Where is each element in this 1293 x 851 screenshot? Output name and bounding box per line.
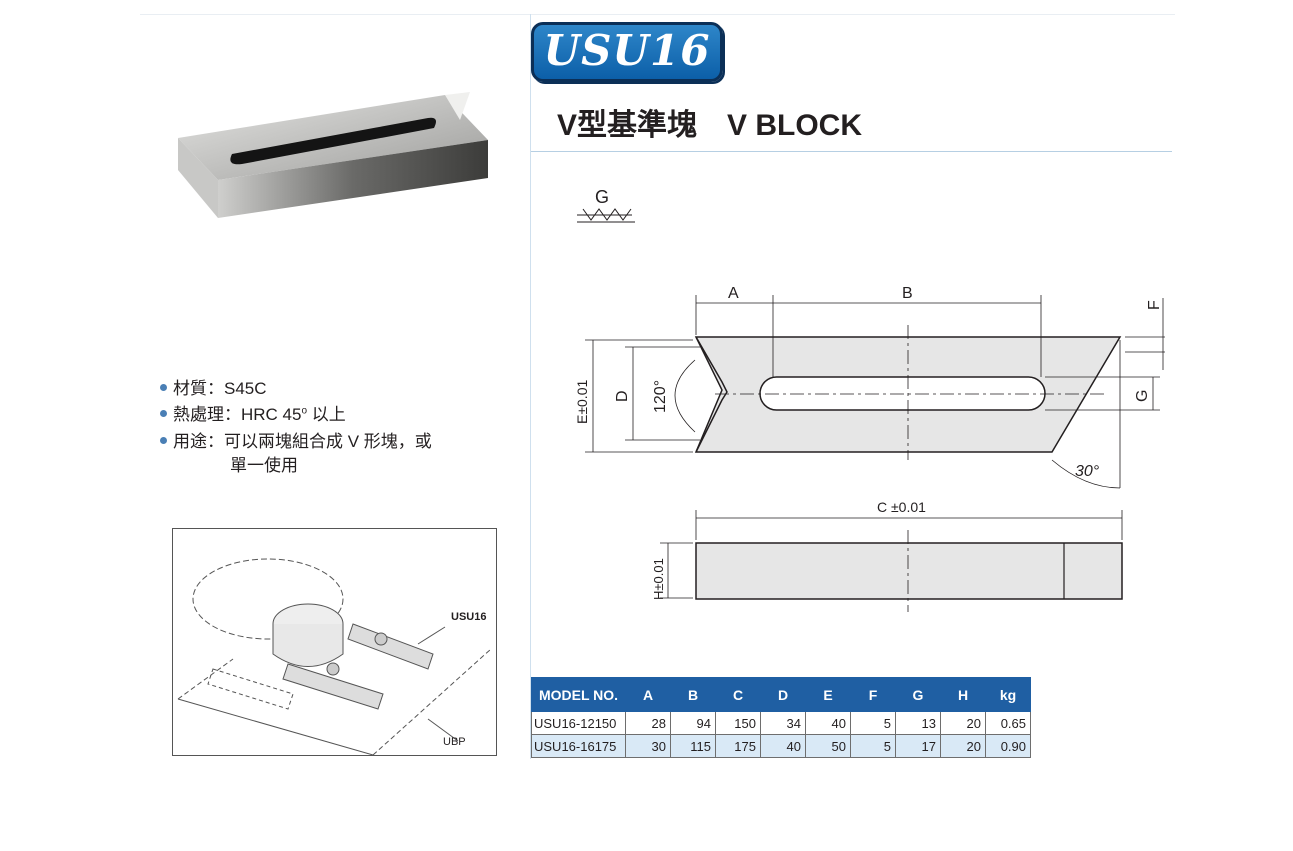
dim-b-label: B xyxy=(902,285,913,302)
col-header: kg xyxy=(985,677,1031,712)
cell: 5 xyxy=(850,734,896,758)
cell: 20 xyxy=(940,711,986,735)
col-header: D xyxy=(760,677,806,712)
bullet-icon xyxy=(160,410,167,418)
spec-material: 材質：S45C xyxy=(160,374,267,399)
cell: 40 xyxy=(760,734,806,758)
title-underline xyxy=(531,151,1172,152)
page-title: V型基準塊 V BLOCK xyxy=(557,109,863,142)
top-divider xyxy=(140,14,1175,15)
bullet-icon xyxy=(160,384,167,392)
spec-table: MODEL NO. A B C D E F G H kg USU16-12150… xyxy=(531,677,1031,758)
table-row: USU16-16175 30 115 175 40 50 5 17 20 0.9… xyxy=(531,734,1031,758)
angle-120-label: 120° xyxy=(652,380,669,413)
sketch-drawing xyxy=(177,558,492,756)
table-row: USU16-12150 28 94 150 34 40 5 13 20 0.65 xyxy=(531,711,1031,735)
col-header: A xyxy=(625,677,671,712)
col-header: H xyxy=(940,677,986,712)
bullet-icon xyxy=(160,437,167,445)
cell: 40 xyxy=(805,711,851,735)
vertical-divider xyxy=(530,14,531,759)
spec-heat-treatment: 熱處理：HRC 45o 以上 xyxy=(160,400,346,425)
surface-finish-icon xyxy=(577,208,635,223)
product-photo xyxy=(178,92,488,218)
cell: 13 xyxy=(895,711,941,735)
badge-text: USU16 xyxy=(543,26,711,75)
cell: 34 xyxy=(760,711,806,735)
col-header: E xyxy=(805,677,851,712)
spec-usage-cont: 單一使用 xyxy=(230,456,298,475)
dim-c-label: C ±0.01 xyxy=(877,499,926,515)
cell: 94 xyxy=(670,711,716,735)
dim-d-label: D xyxy=(614,390,631,402)
col-header: G xyxy=(895,677,941,712)
col-header: MODEL NO. xyxy=(531,677,626,712)
dim-a-label: A xyxy=(728,285,739,302)
cell: 30 xyxy=(625,734,671,758)
col-header: C xyxy=(715,677,761,712)
dim-e-label: E±0.01 xyxy=(574,380,590,424)
surface-symbol-letter: G xyxy=(595,187,609,207)
cell: 50 xyxy=(805,734,851,758)
cell: 0.90 xyxy=(985,734,1031,758)
spec-usage: 用途：可以兩塊組合成 V 形塊，或 xyxy=(160,427,432,452)
cell: USU16-16175 xyxy=(531,734,626,758)
cell: 115 xyxy=(670,734,716,758)
dim-h-label: H±0.01 xyxy=(651,558,666,600)
cell: 20 xyxy=(940,734,986,758)
cell: 17 xyxy=(895,734,941,758)
model-badge: USU16 xyxy=(531,22,723,82)
application-sketch: USU16 UBP xyxy=(172,528,497,756)
cell: USU16-12150 xyxy=(531,711,626,735)
cell: 5 xyxy=(850,711,896,735)
angle-30-label: 30° xyxy=(1075,463,1100,480)
dim-g-label: G xyxy=(1134,390,1151,402)
sketch-label-ubp: UBP xyxy=(443,736,466,748)
col-header: F xyxy=(850,677,896,712)
sketch-label-usu16: USU16 xyxy=(451,611,487,623)
technical-drawing: G A B E±0.01 D 120° F G 30° xyxy=(574,187,1165,612)
cell: 28 xyxy=(625,711,671,735)
table-header-row: MODEL NO. A B C D E F G H kg xyxy=(531,677,1031,712)
cell: 150 xyxy=(715,711,761,735)
col-header: B xyxy=(670,677,716,712)
dim-f-label: F xyxy=(1146,300,1163,310)
cell: 0.65 xyxy=(985,711,1031,735)
cell: 175 xyxy=(715,734,761,758)
